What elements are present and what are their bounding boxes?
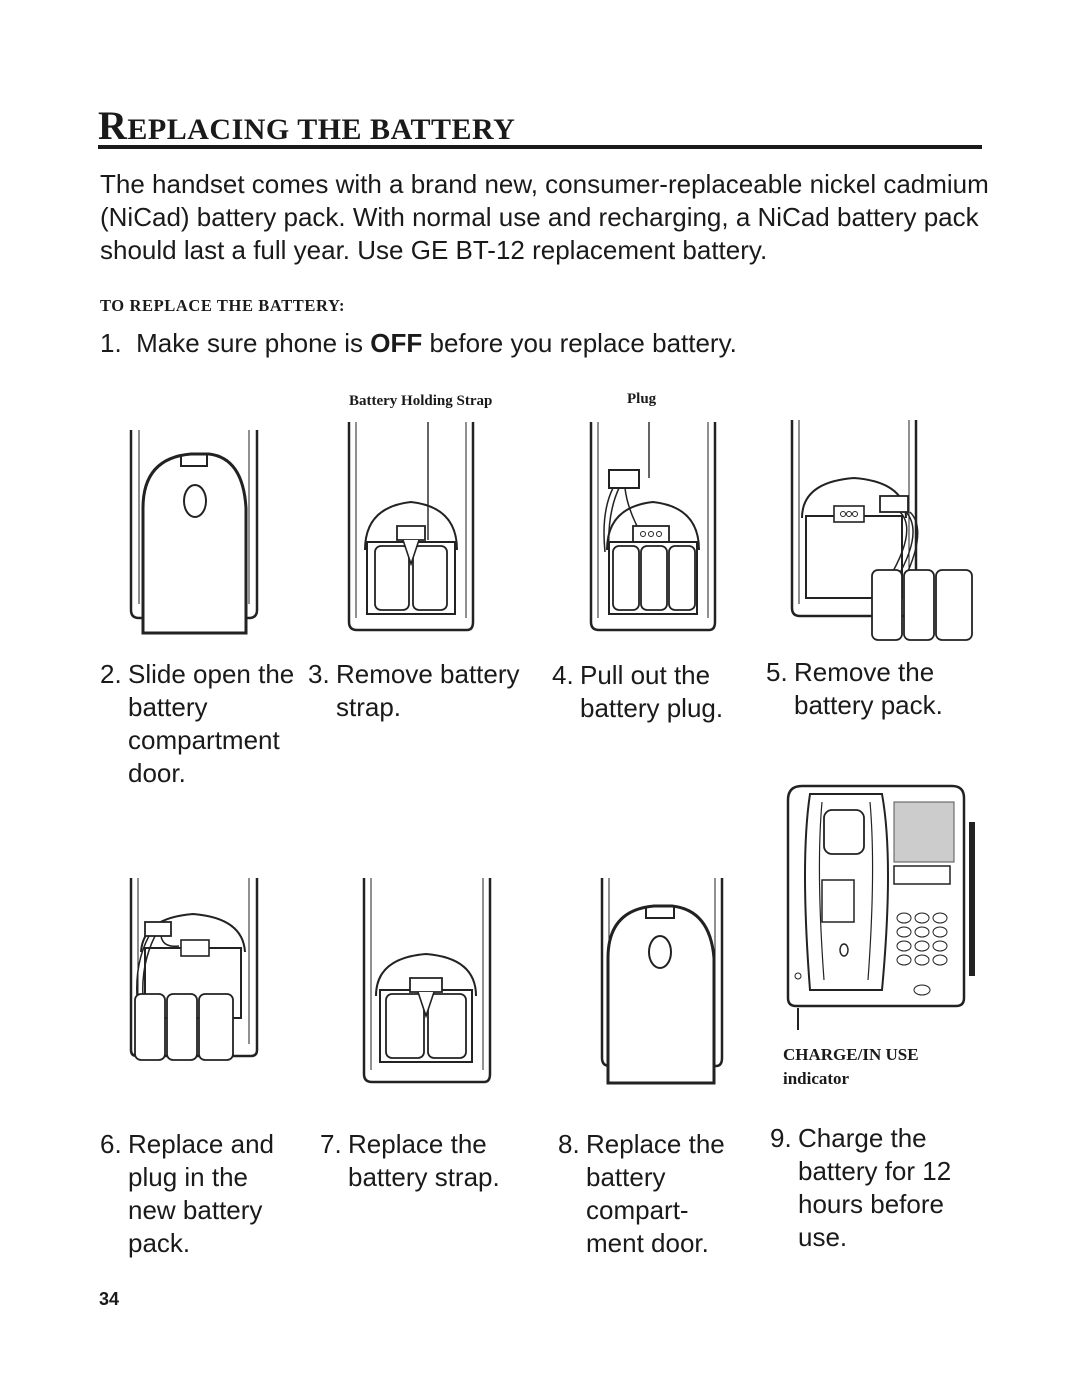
step-7-number: 7. [320, 1129, 342, 1159]
illustration-door-closed [129, 430, 259, 635]
page-number: 34 [99, 1289, 120, 1309]
step-3-text: Remove battery strap. [336, 659, 520, 722]
step-5-number: 5. [766, 657, 788, 687]
step-8-text: Replace the battery compart- ment door. [586, 1129, 725, 1258]
charge-label-line1: CHARGE/IN USE [783, 1045, 919, 1064]
step-2: 2.Slide open the battery compartment doo… [100, 658, 300, 790]
step-1-emphasis: OFF [370, 328, 423, 358]
illustration-base-phone [786, 784, 975, 1030]
step-7-text: Replace the battery strap. [348, 1129, 500, 1192]
page-title: REPLACING THE BATTERY [98, 106, 515, 146]
title-initial: R [98, 103, 128, 148]
illustration-remove-pack [790, 420, 973, 641]
charge-label-line2: indicator [783, 1069, 850, 1088]
step-2-text: Slide open the battery compartment door. [128, 659, 295, 788]
illustration-pull-plug [589, 422, 717, 632]
step-8-number: 8. [558, 1129, 580, 1159]
callout-battery-holding-strap: Battery Holding Strap [349, 393, 493, 409]
step-7: 7.Replace the battery strap. [320, 1128, 520, 1194]
step-6-number: 6. [100, 1129, 122, 1159]
step-3-number: 3. [308, 659, 330, 689]
step-4: 4.Pull out the battery plug. [552, 659, 752, 725]
step-1: 1. Make sure phone is OFF before you rep… [100, 327, 737, 360]
illustration-replace-pack [129, 878, 259, 1061]
step-6-text: Replace and plug in the new battery pack… [128, 1129, 274, 1258]
title-rule [98, 145, 982, 149]
step-8: 8.Replace the battery compart- ment door… [558, 1128, 738, 1260]
step-1-number: 1. [100, 328, 122, 358]
intro-paragraph: The handset comes with a brand new, cons… [100, 169, 989, 265]
step-9-number: 9. [770, 1123, 792, 1153]
step-5-text: Remove the battery pack. [794, 657, 943, 720]
callout-plug: Plug [627, 391, 657, 407]
illustration-replace-door [600, 878, 724, 1085]
step-4-text: Pull out the battery plug. [580, 660, 724, 723]
title-rest: EPLACING THE BATTERY [127, 113, 516, 146]
charge-in-use-label: CHARGE/IN USE indicator [783, 1043, 919, 1091]
illustration-battery-strap [347, 422, 475, 632]
step-1-before: Make sure phone is [136, 328, 364, 358]
step-5: 5.Remove the battery pack. [766, 656, 966, 722]
illustration-replace-strap [362, 878, 492, 1084]
step-9: 9.Charge the battery for 12 hours before… [770, 1122, 990, 1254]
step-6: 6.Replace and plug in the new battery pa… [100, 1128, 300, 1260]
step-9-text: Charge the battery for 12 hours before u… [798, 1123, 952, 1252]
subheading: TO REPLACE THE BATTERY: [100, 296, 346, 315]
step-4-number: 4. [552, 660, 574, 690]
step-1-after: before you replace battery. [429, 328, 737, 358]
step-3: 3.Remove battery strap. [308, 658, 538, 724]
step-2-number: 2. [100, 659, 122, 689]
